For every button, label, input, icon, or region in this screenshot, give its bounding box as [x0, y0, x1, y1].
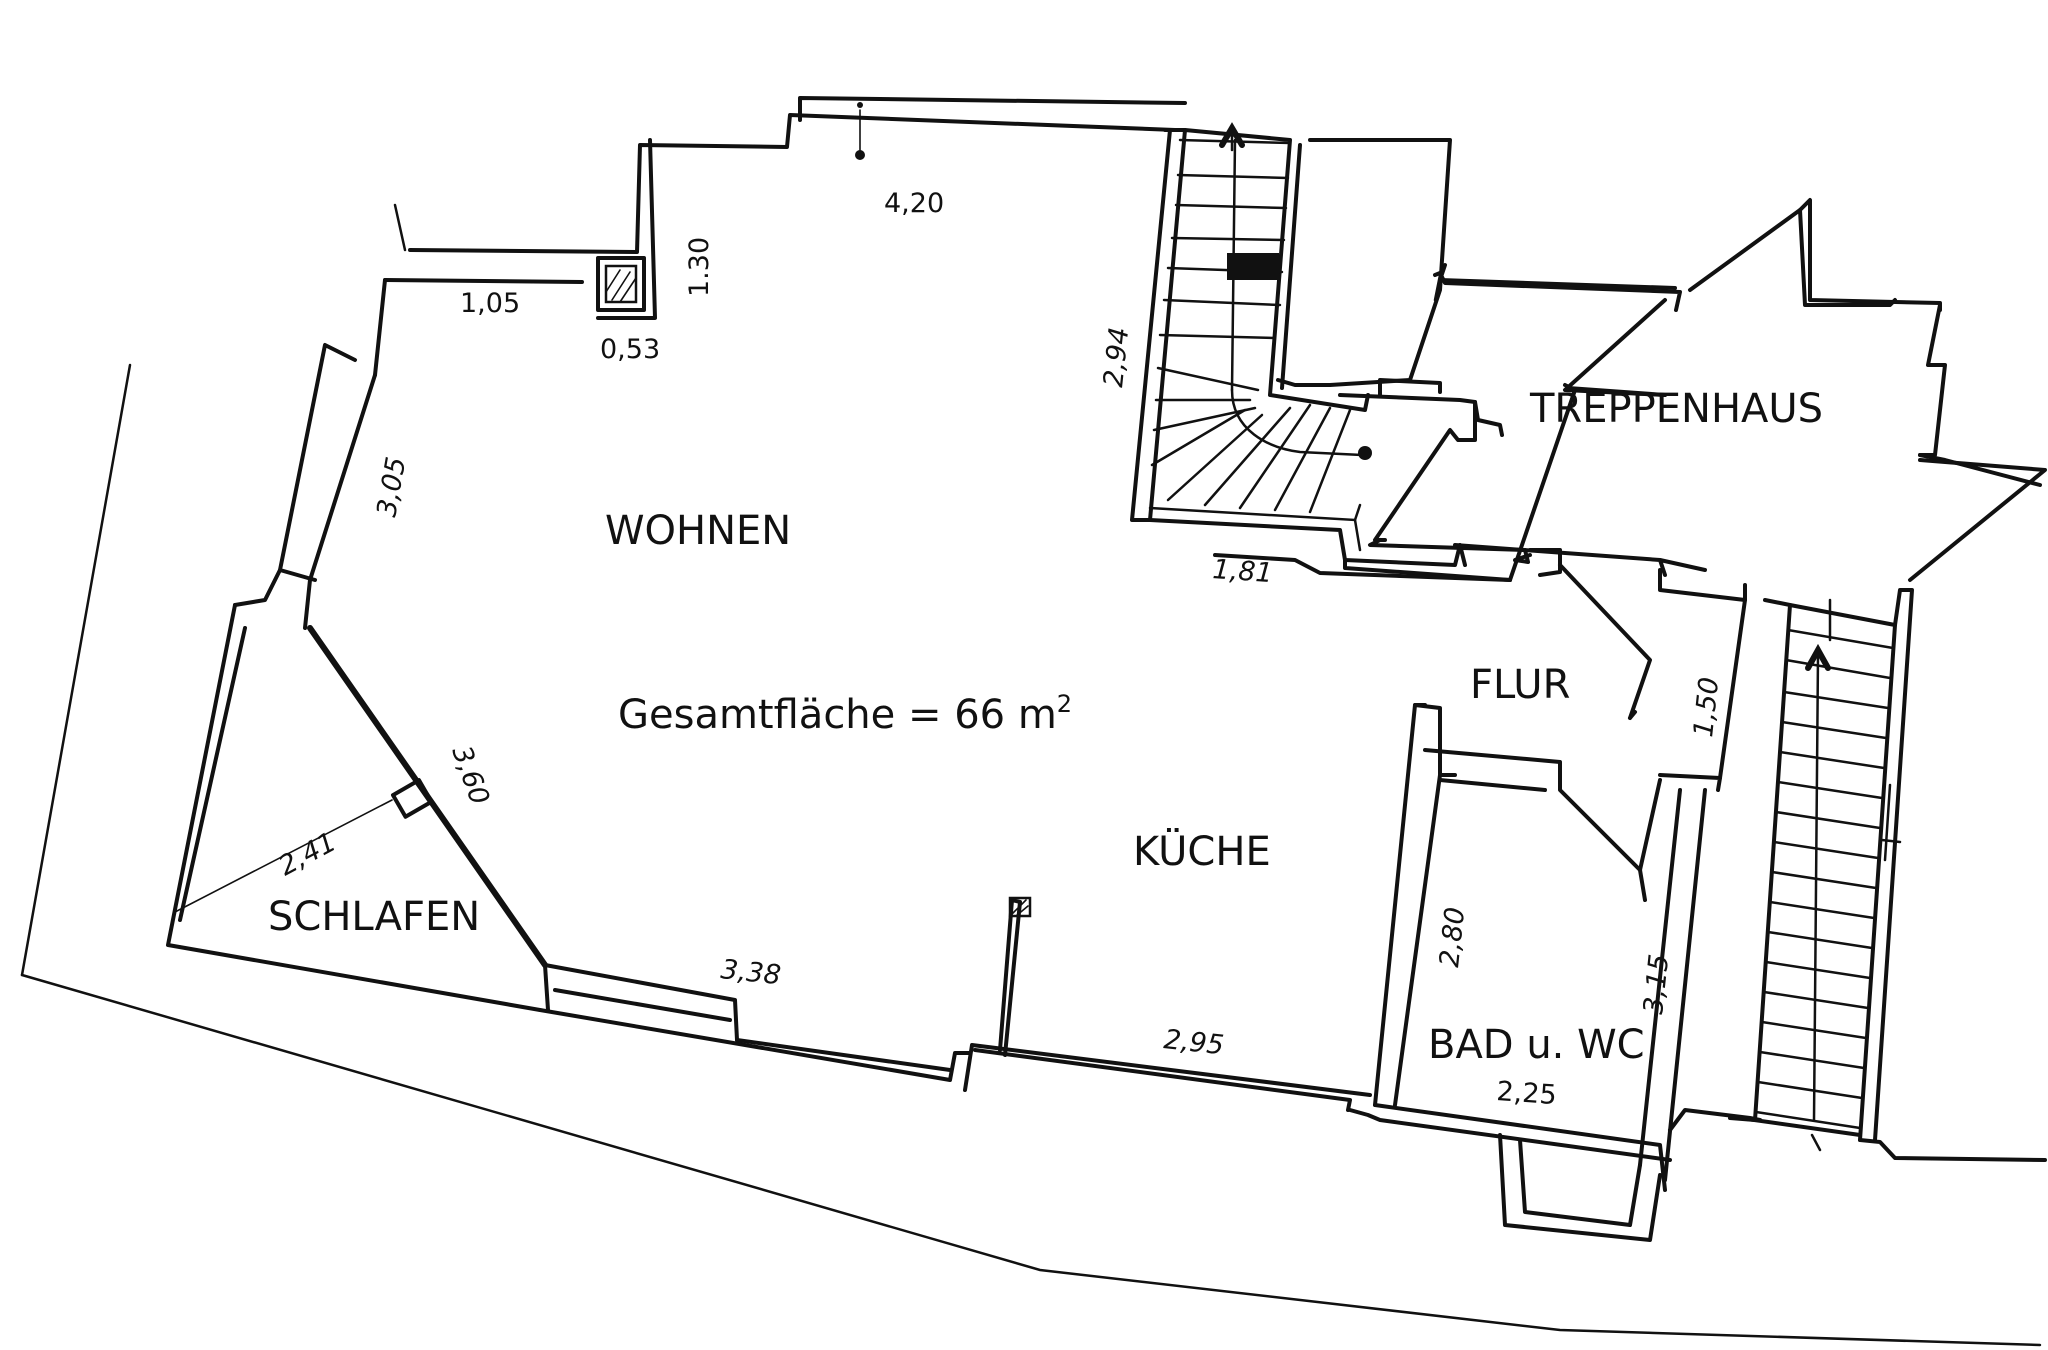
room-label-treppenhaus: TREPPENHAUS	[1529, 386, 1823, 432]
dim-bottom-kitchen-wall: 2,95	[1162, 1024, 1225, 1061]
kitchen-vent	[1008, 896, 1032, 918]
total-area-text: Gesamtfläche = 66 m	[618, 692, 1057, 738]
dim-chimney-width: 0,53	[600, 334, 660, 365]
dim-flur-width: 1,50	[1688, 676, 1725, 739]
dim-diagonal-wall: 3,60	[445, 742, 495, 809]
lower-right-stair	[1668, 588, 2047, 1162]
upper-stairwell	[1130, 122, 2047, 780]
dim-bad-right: 3,15	[1638, 953, 1675, 1016]
stair-treads-upper	[1150, 122, 1372, 514]
dim-top-recess-height: 1.30	[684, 237, 715, 297]
outer-walls	[166, 96, 1722, 1242]
dim-bottom-left-wall: 3,38	[719, 954, 782, 991]
dimension-lines	[174, 102, 865, 913]
lot-boundary	[20, 203, 2042, 1347]
dim-stair-bottom: 1,81	[1212, 554, 1274, 589]
dim-bad-left: 2,80	[1434, 906, 1471, 969]
room-label-schlafen: SCHLAFEN	[268, 894, 480, 940]
room-label-flur: FLUR	[1470, 662, 1570, 708]
total-area-superscript: 2	[1057, 690, 1072, 718]
dim-left-window-wall: 3,05	[371, 455, 412, 520]
room-label-bad: BAD u. WC	[1428, 1022, 1645, 1068]
chimney	[596, 256, 646, 312]
total-area-label: Gesamtfläche = 66 m2	[618, 690, 1072, 738]
dim-stair-length: 2,94	[1098, 326, 1135, 389]
dim-top-wall: 4,20	[884, 188, 944, 219]
dim-bad-bottom: 2,25	[1496, 1076, 1558, 1111]
dim-top-left-wall: 1,05	[460, 288, 520, 319]
room-label-kueche: KÜCHE	[1133, 827, 1271, 875]
dim-schlafen-diagonal: 2,41	[274, 827, 342, 883]
vent-box	[391, 778, 434, 819]
stair-treads-lower	[1754, 628, 1895, 1130]
room-label-wohnen: WOHNEN	[605, 508, 791, 554]
